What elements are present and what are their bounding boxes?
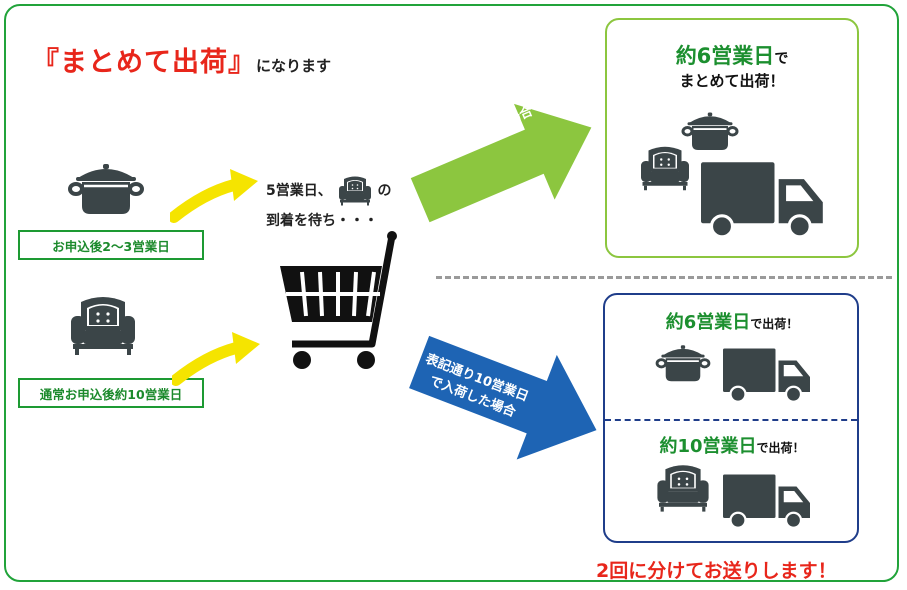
combined-heading: 約6営業日で (605, 40, 859, 70)
split-row2-days: 約10営業日 (659, 436, 757, 457)
sofa-icon (641, 146, 689, 191)
split-row1-suffix: で出荷！ (750, 317, 799, 331)
truck-icon (721, 347, 812, 403)
combined-de: で (774, 51, 789, 67)
title-main: 『まとめて出荷』 (32, 47, 256, 78)
page-title: 『まとめて出荷』になります (32, 40, 331, 79)
truck-icon (699, 160, 825, 239)
pot-timing-text: お申込後2～3営業日 (52, 238, 170, 254)
cart-note-text-b: の (377, 183, 392, 199)
split-row1-days: 約6営業日 (665, 312, 751, 333)
sofa-icon (71, 297, 135, 355)
combined-shipping-panel (605, 18, 859, 258)
early-arrival-arrow (410, 103, 592, 223)
cart-icon (280, 231, 397, 369)
split-shipping-panel (603, 293, 859, 543)
sofa-timing-text: 通常お申込後約10営業日 (39, 386, 183, 402)
pot-icon (68, 162, 144, 216)
cart-note-line2: 到着を待ち・・・ (266, 213, 378, 229)
sofa-icon (657, 465, 709, 512)
cart-note-text-a: 5営業日、 (266, 183, 332, 199)
combined-days: 約6営業日 (675, 44, 775, 68)
pot-icon (655, 343, 711, 383)
title-suffix: になります (256, 57, 332, 75)
combined-ship-text: まとめて出荷！ (679, 72, 785, 90)
pot-timing-label: お申込後2～3営業日 (18, 230, 204, 260)
split-row2-suffix: で出荷！ (756, 441, 805, 455)
curved-arrow-icon (172, 328, 272, 388)
late-arrival-arrow (409, 335, 597, 460)
outer-frame (4, 4, 899, 582)
split-row2-heading: 約10営業日で出荷！ (605, 432, 859, 458)
split-shipping-note: 2回に分けてお送りします！ (596, 560, 837, 582)
curved-arrow-icon (170, 165, 270, 225)
cart-note-line1: 5営業日、 の (266, 176, 392, 206)
sofa-icon (338, 176, 371, 206)
panel-divider (605, 419, 857, 421)
split-row1-heading: 約6営業日で出荷！ (605, 308, 859, 334)
sofa-timing-label: 通常お申込後約10営業日 (18, 378, 204, 408)
truck-icon (721, 473, 812, 529)
section-divider (436, 276, 892, 279)
